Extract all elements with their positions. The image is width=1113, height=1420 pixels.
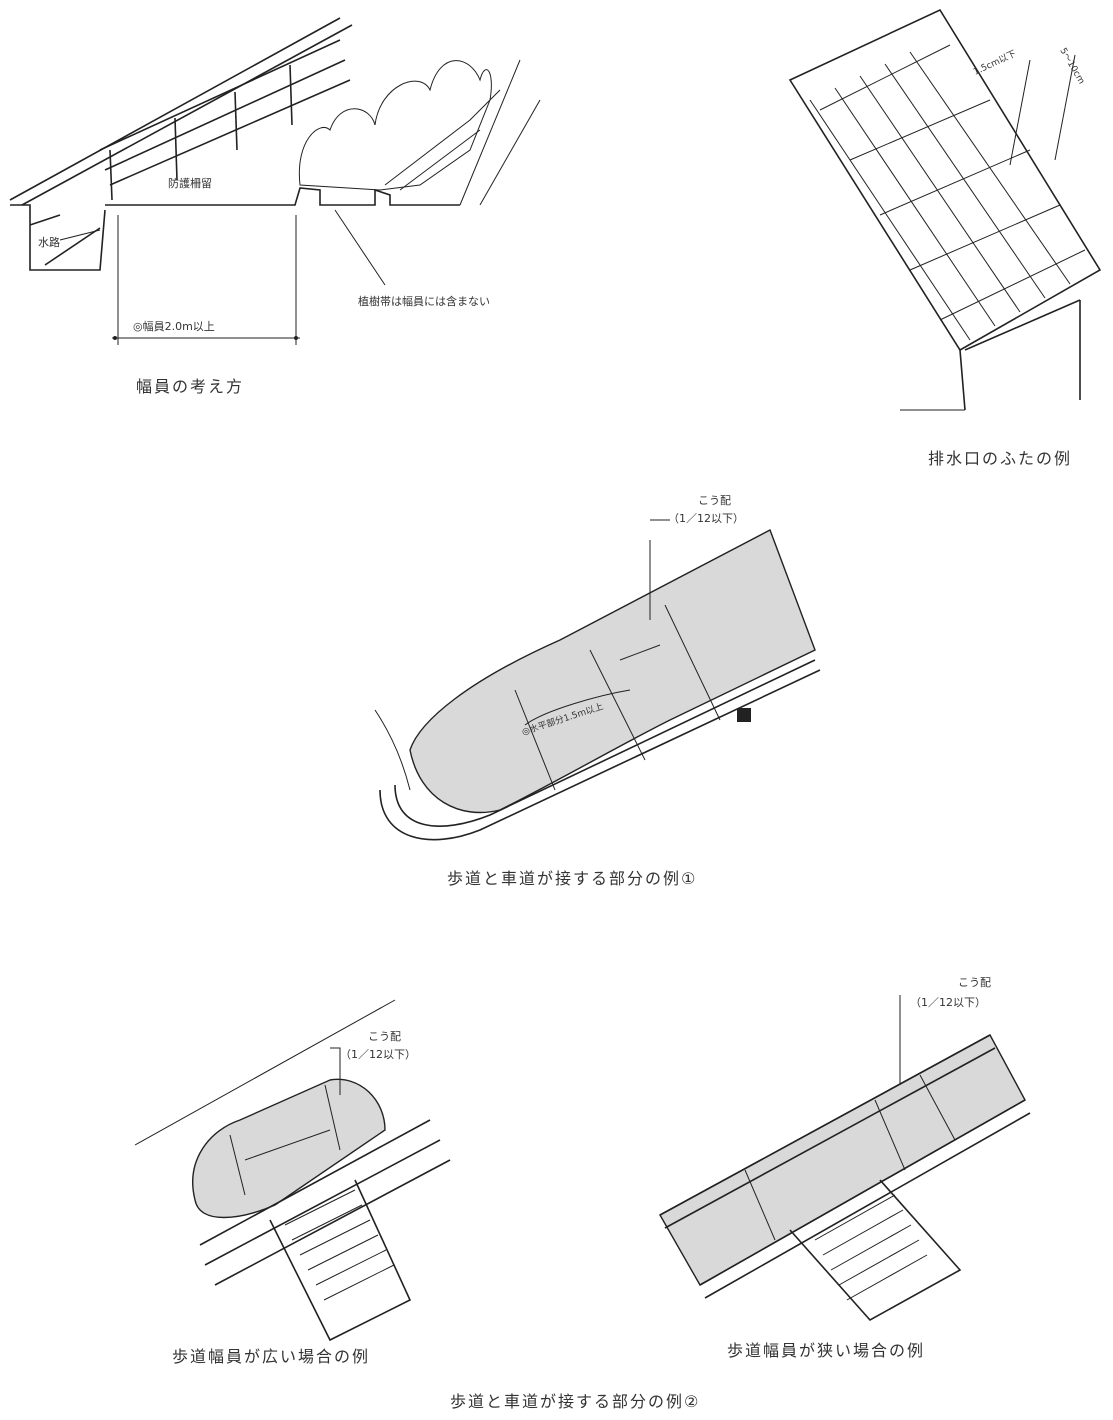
figure-narrow-sidewalk: こう配 （1／12以下） 歩道幅員が狭い場合の例 (659, 976, 1031, 1360)
figure-wide-sidewalk: こう配 （1／12以下） 歩道幅員が広い場合の例 (134, 999, 451, 1366)
crosswalk-stripes-narrow (814, 1194, 928, 1301)
slope-ratio-label-3: （1／12以下） (910, 996, 986, 1009)
sidewalk-area (409, 529, 816, 814)
caption-road-width: 幅員の考え方 (136, 377, 244, 396)
planting-label: 植樹帯は幅員には含まない (358, 294, 490, 308)
grate-bars (809, 44, 1086, 341)
caption-crossing-2: 歩道と車道が接する部分の例② (450, 1392, 700, 1411)
slope-ratio-label-2: （1／12以下） (340, 1048, 416, 1061)
drain-grate (788, 8, 1102, 352)
waterway-channel (10, 204, 106, 271)
drain-inlet (737, 708, 751, 722)
boundary-line (134, 999, 396, 1146)
caption-crossing-1: 歩道と車道が接する部分の例① (447, 869, 697, 888)
figure-drain-cover: 1.5cm以下 5～10cm 排水口のふたの例 (788, 8, 1102, 468)
sidewalk-surface (105, 187, 460, 206)
narrow-sidewalk-area (659, 1034, 1026, 1286)
crosswalk-narrow (789, 1179, 962, 1322)
caption-drain-cover: 排水口のふたの例 (928, 449, 1072, 468)
slope-label-1: こう配 (698, 494, 731, 507)
spacing-label: 5～10cm (1057, 47, 1086, 87)
slope-label-2: こう配 (368, 1030, 401, 1043)
crosswalk (269, 1179, 412, 1342)
guardrail-label: 防護柵留 (168, 176, 212, 190)
planting-strip (298, 60, 492, 191)
planting-leader-line (334, 209, 386, 286)
caption-narrow-sidewalk: 歩道幅員が狭い場合の例 (727, 1341, 925, 1360)
crosswalk-stripes (284, 1189, 395, 1301)
slope-ratio-label-1: （1／12以下） (668, 512, 744, 525)
caption-wide-sidewalk: 歩道幅員が広い場合の例 (172, 1347, 370, 1366)
slope-label-3: こう配 (958, 976, 991, 989)
figure-crossing-1: こう配 （1／12以下） ◎水平部分1.5m以上 歩道と車道が接する部分の例① (374, 494, 821, 888)
gap-label: 1.5cm以下 (972, 49, 1018, 78)
waterway-label: 水路 (38, 236, 60, 249)
figure-road-width: 水路 防護柵留 ◎幅員2.0m以上 植樹帯は幅員には含まない 幅員の考え方 (9, 17, 541, 396)
guardrail-rail-top (9, 17, 341, 201)
wide-sidewalk-area (192, 1078, 386, 1219)
width-label: ◎幅員2.0m以上 (133, 320, 215, 333)
curb-outer (379, 669, 821, 841)
